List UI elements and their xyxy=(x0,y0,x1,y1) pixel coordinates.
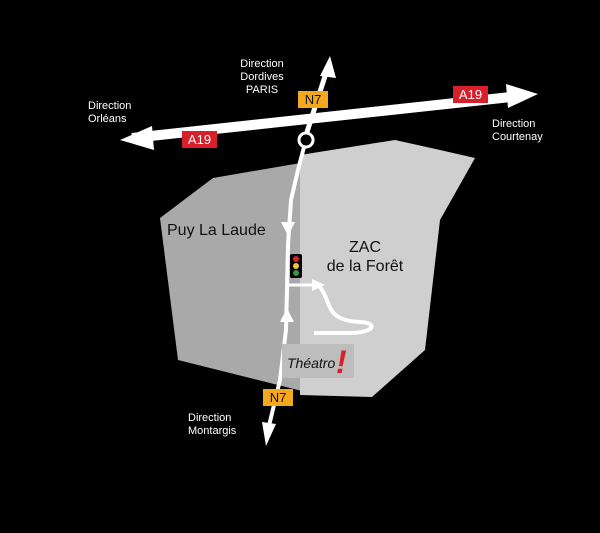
zone-west-label: Puy La Laude xyxy=(167,222,266,239)
direction-south: Direction Montargis xyxy=(188,412,237,437)
a19-shield-west-label: A19 xyxy=(188,132,211,147)
a19-shield-west: A19 xyxy=(182,131,217,148)
svg-text:Direction: Direction xyxy=(188,412,231,424)
n7-shield-north-label: N7 xyxy=(305,92,322,107)
venue-mark: ! xyxy=(336,344,347,380)
n7-shield-south: N7 xyxy=(263,389,293,406)
svg-text:Montargis: Montargis xyxy=(188,425,237,437)
svg-text:Orléans: Orléans xyxy=(88,113,127,125)
direction-east: Direction Courtenay xyxy=(492,118,543,143)
direction-north: Direction Dordives PARIS xyxy=(240,58,284,96)
venue-theatro[interactable]: Théatro ! xyxy=(282,344,354,380)
svg-text:ZAC: ZAC xyxy=(349,239,381,256)
direction-west: Direction Orléans xyxy=(88,100,131,125)
arrow-south-icon xyxy=(262,422,276,446)
svg-text:de la Forêt: de la Forêt xyxy=(327,258,404,275)
a19-shield-east-label: A19 xyxy=(459,87,482,102)
svg-text:Direction: Direction xyxy=(88,100,131,112)
a19-shield-east: A19 xyxy=(453,86,488,103)
arrow-east-icon xyxy=(506,84,538,108)
svg-text:Dordives: Dordives xyxy=(240,71,284,83)
venue-name: Théatro xyxy=(287,355,335,371)
arrow-west-icon xyxy=(120,126,154,150)
zone-puy-la-laude xyxy=(160,160,318,395)
n7-south-road xyxy=(262,146,306,446)
svg-text:Direction: Direction xyxy=(240,58,283,70)
zone-east-label: ZAC de la Forêt xyxy=(327,239,404,275)
roundabout-icon xyxy=(297,131,315,149)
access-road xyxy=(288,279,374,335)
svg-text:Courtenay: Courtenay xyxy=(492,131,543,143)
arrow-north-icon xyxy=(320,56,336,78)
arrow-up-icon xyxy=(280,308,294,322)
n7-shield-north: N7 xyxy=(298,91,328,108)
traffic-light-icon xyxy=(290,254,302,278)
arrow-down-icon xyxy=(281,222,295,236)
svg-text:PARIS: PARIS xyxy=(246,84,278,96)
n7-shield-south-label: N7 xyxy=(270,390,287,405)
svg-text:Direction: Direction xyxy=(492,118,535,130)
